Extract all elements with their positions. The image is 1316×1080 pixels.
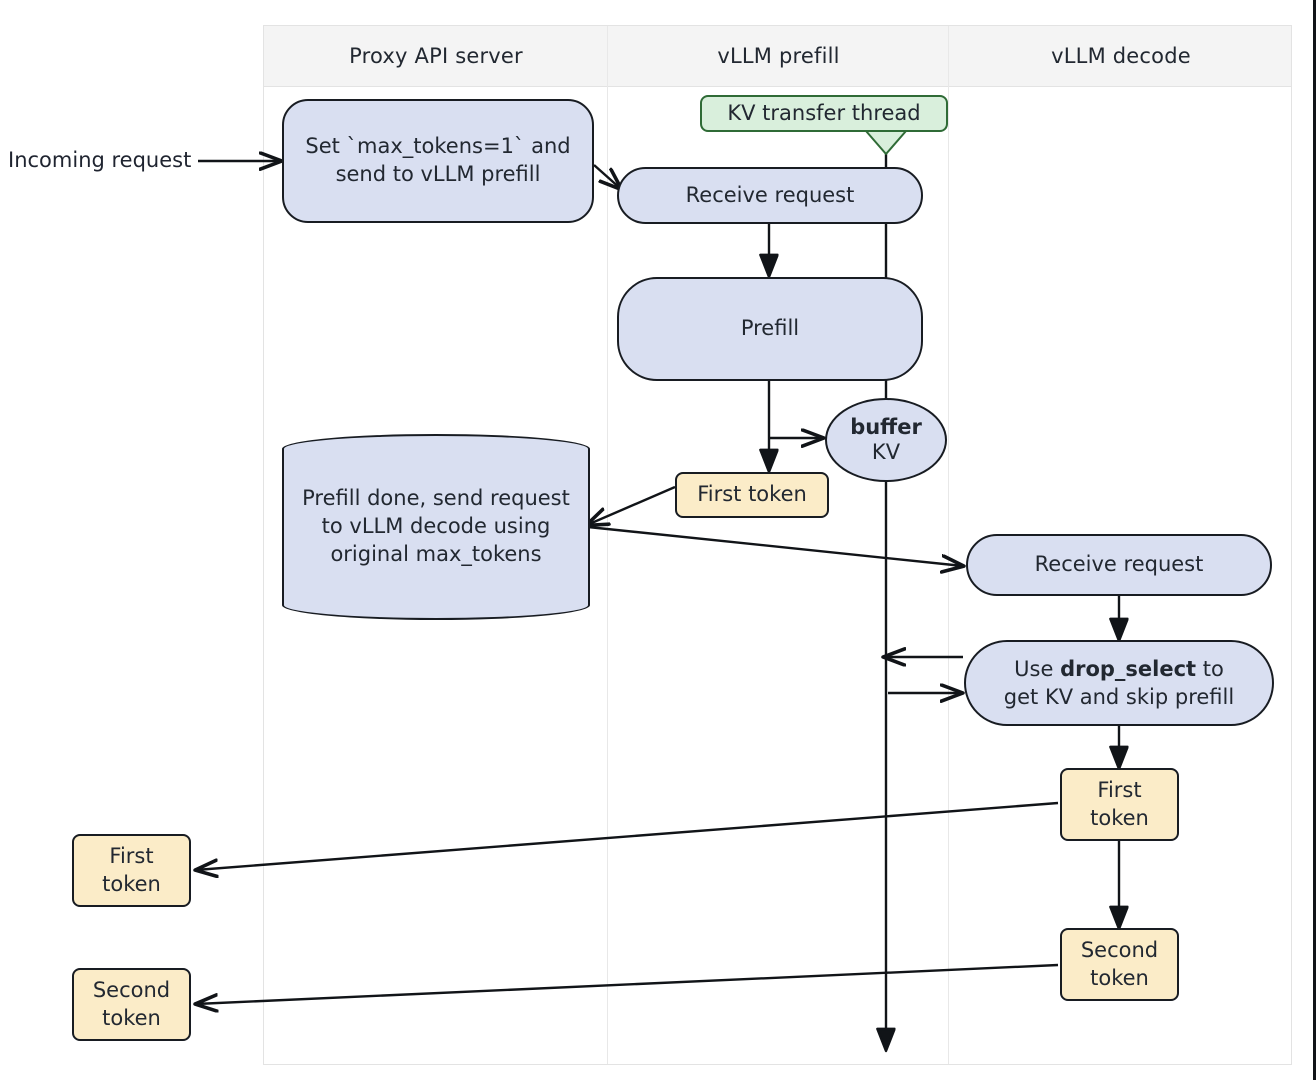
lane-title-prefill: vLLM prefill	[717, 44, 840, 68]
node-kv-transfer-thread-label: KV transfer thread	[727, 100, 921, 125]
node-buffer-kv-title: buffer	[850, 414, 922, 439]
node-set-max-tokens[interactable]: Set `max_tokens=1` and send to vLLM pref…	[282, 99, 594, 223]
lane-title-decode: vLLM decode	[1051, 44, 1191, 68]
node-decode-second-token[interactable]: Second token	[1060, 928, 1179, 1001]
node-drop-select-keyword: drop_select	[1060, 656, 1197, 681]
node-output-first-token-line1: First	[109, 844, 154, 869]
node-kv-transfer-thread[interactable]: KV transfer thread	[700, 95, 948, 132]
node-drop-select-line2: get KV and skip prefill	[1003, 685, 1235, 709]
node-buffer-kv-subtitle: KV	[871, 440, 901, 464]
incoming-request-label: Incoming request	[8, 148, 192, 172]
lane-title-proxy: Proxy API server	[349, 44, 523, 68]
node-prefill-receive-request-label: Receive request	[685, 182, 855, 207]
swimlane-header-band	[264, 26, 1291, 87]
node-prefill-label: Prefill	[740, 316, 800, 341]
node-decode-first-token[interactable]: First token	[1060, 768, 1179, 841]
node-output-first-token-line2: token	[102, 871, 161, 896]
node-decode-first-token-line2: token	[1090, 805, 1149, 830]
node-buffer-kv[interactable]: buffer KV	[825, 398, 947, 482]
node-drop-select[interactable]: Use drop_select to get KV and skip prefi…	[964, 640, 1274, 726]
node-decode-receive-request-label: Receive request	[1034, 552, 1204, 577]
node-output-second-token-line2: token	[102, 1005, 161, 1030]
node-prefill-done-label: Prefill done, send request to vLLM decod…	[302, 486, 570, 566]
node-output-second-token[interactable]: Second token	[72, 968, 191, 1041]
node-prefill-done[interactable]: Prefill done, send request to vLLM decod…	[282, 434, 590, 620]
node-output-second-token-line1: Second	[92, 978, 171, 1003]
node-decode-receive-request[interactable]: Receive request	[966, 534, 1272, 596]
node-prefill-first-token[interactable]: First token	[675, 472, 829, 518]
node-drop-select-suffix: to	[1196, 656, 1224, 681]
page-right-border	[1313, 0, 1316, 1080]
node-decode-second-token-line2: token	[1090, 965, 1149, 990]
node-drop-select-prefix: Use	[1014, 656, 1061, 681]
node-prefill-first-token-label: First token	[697, 482, 807, 507]
node-set-max-tokens-label: Set `max_tokens=1` and send to vLLM pref…	[305, 134, 571, 186]
node-output-first-token[interactable]: First token	[72, 834, 191, 907]
node-decode-second-token-line1: Second	[1080, 938, 1159, 963]
node-prefill-receive-request[interactable]: Receive request	[617, 167, 923, 224]
node-prefill[interactable]: Prefill	[617, 277, 923, 381]
node-drop-select-line1: Use drop_select to	[1014, 655, 1224, 683]
node-decode-first-token-line1: First	[1097, 778, 1142, 803]
